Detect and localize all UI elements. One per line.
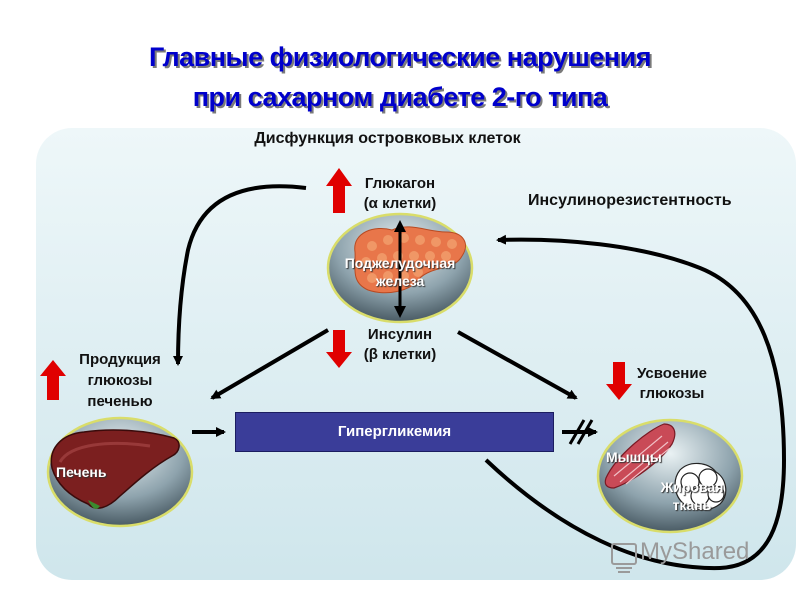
page-subtitle: при сахарном диабете 2-го типа	[192, 82, 608, 112]
glucagon-to-liver-arrow	[173, 184, 307, 366]
pancreas-icon	[354, 226, 466, 294]
blocked-mark	[568, 419, 594, 445]
liver-icon	[50, 429, 180, 509]
insulin-resistance-label: Инсулинорезистентность	[528, 192, 732, 209]
glucagon-label: Глюкагон(α клетки)	[363, 175, 437, 212]
pancreas-to-tissue-arrow	[457, 330, 578, 400]
glucagon-up-arrow	[326, 168, 352, 213]
watermark-icon	[611, 543, 637, 573]
watermark: MyShared	[640, 538, 750, 565]
muscle-icon	[604, 423, 676, 489]
insulin-label: Инсулин(β клетки)	[363, 326, 437, 363]
islet-dysfunction-label: Дисфункция островковых клеток	[254, 130, 521, 147]
glucose-uptake-down-arrow	[606, 362, 632, 400]
insulin-down-arrow	[326, 330, 352, 368]
pancreas-to-liver-arrow	[210, 328, 330, 400]
hyperglycemia-box: Гипергликемия	[235, 412, 554, 452]
page-title: Главные физиологические нарушения	[149, 42, 651, 72]
liver-label: Печень	[56, 464, 107, 480]
insulin-resistance-arrow	[484, 234, 787, 571]
fat-tissue-icon	[674, 462, 727, 511]
liver-production-up-arrow	[40, 360, 66, 400]
muscles-label: Мышцы	[606, 449, 662, 465]
